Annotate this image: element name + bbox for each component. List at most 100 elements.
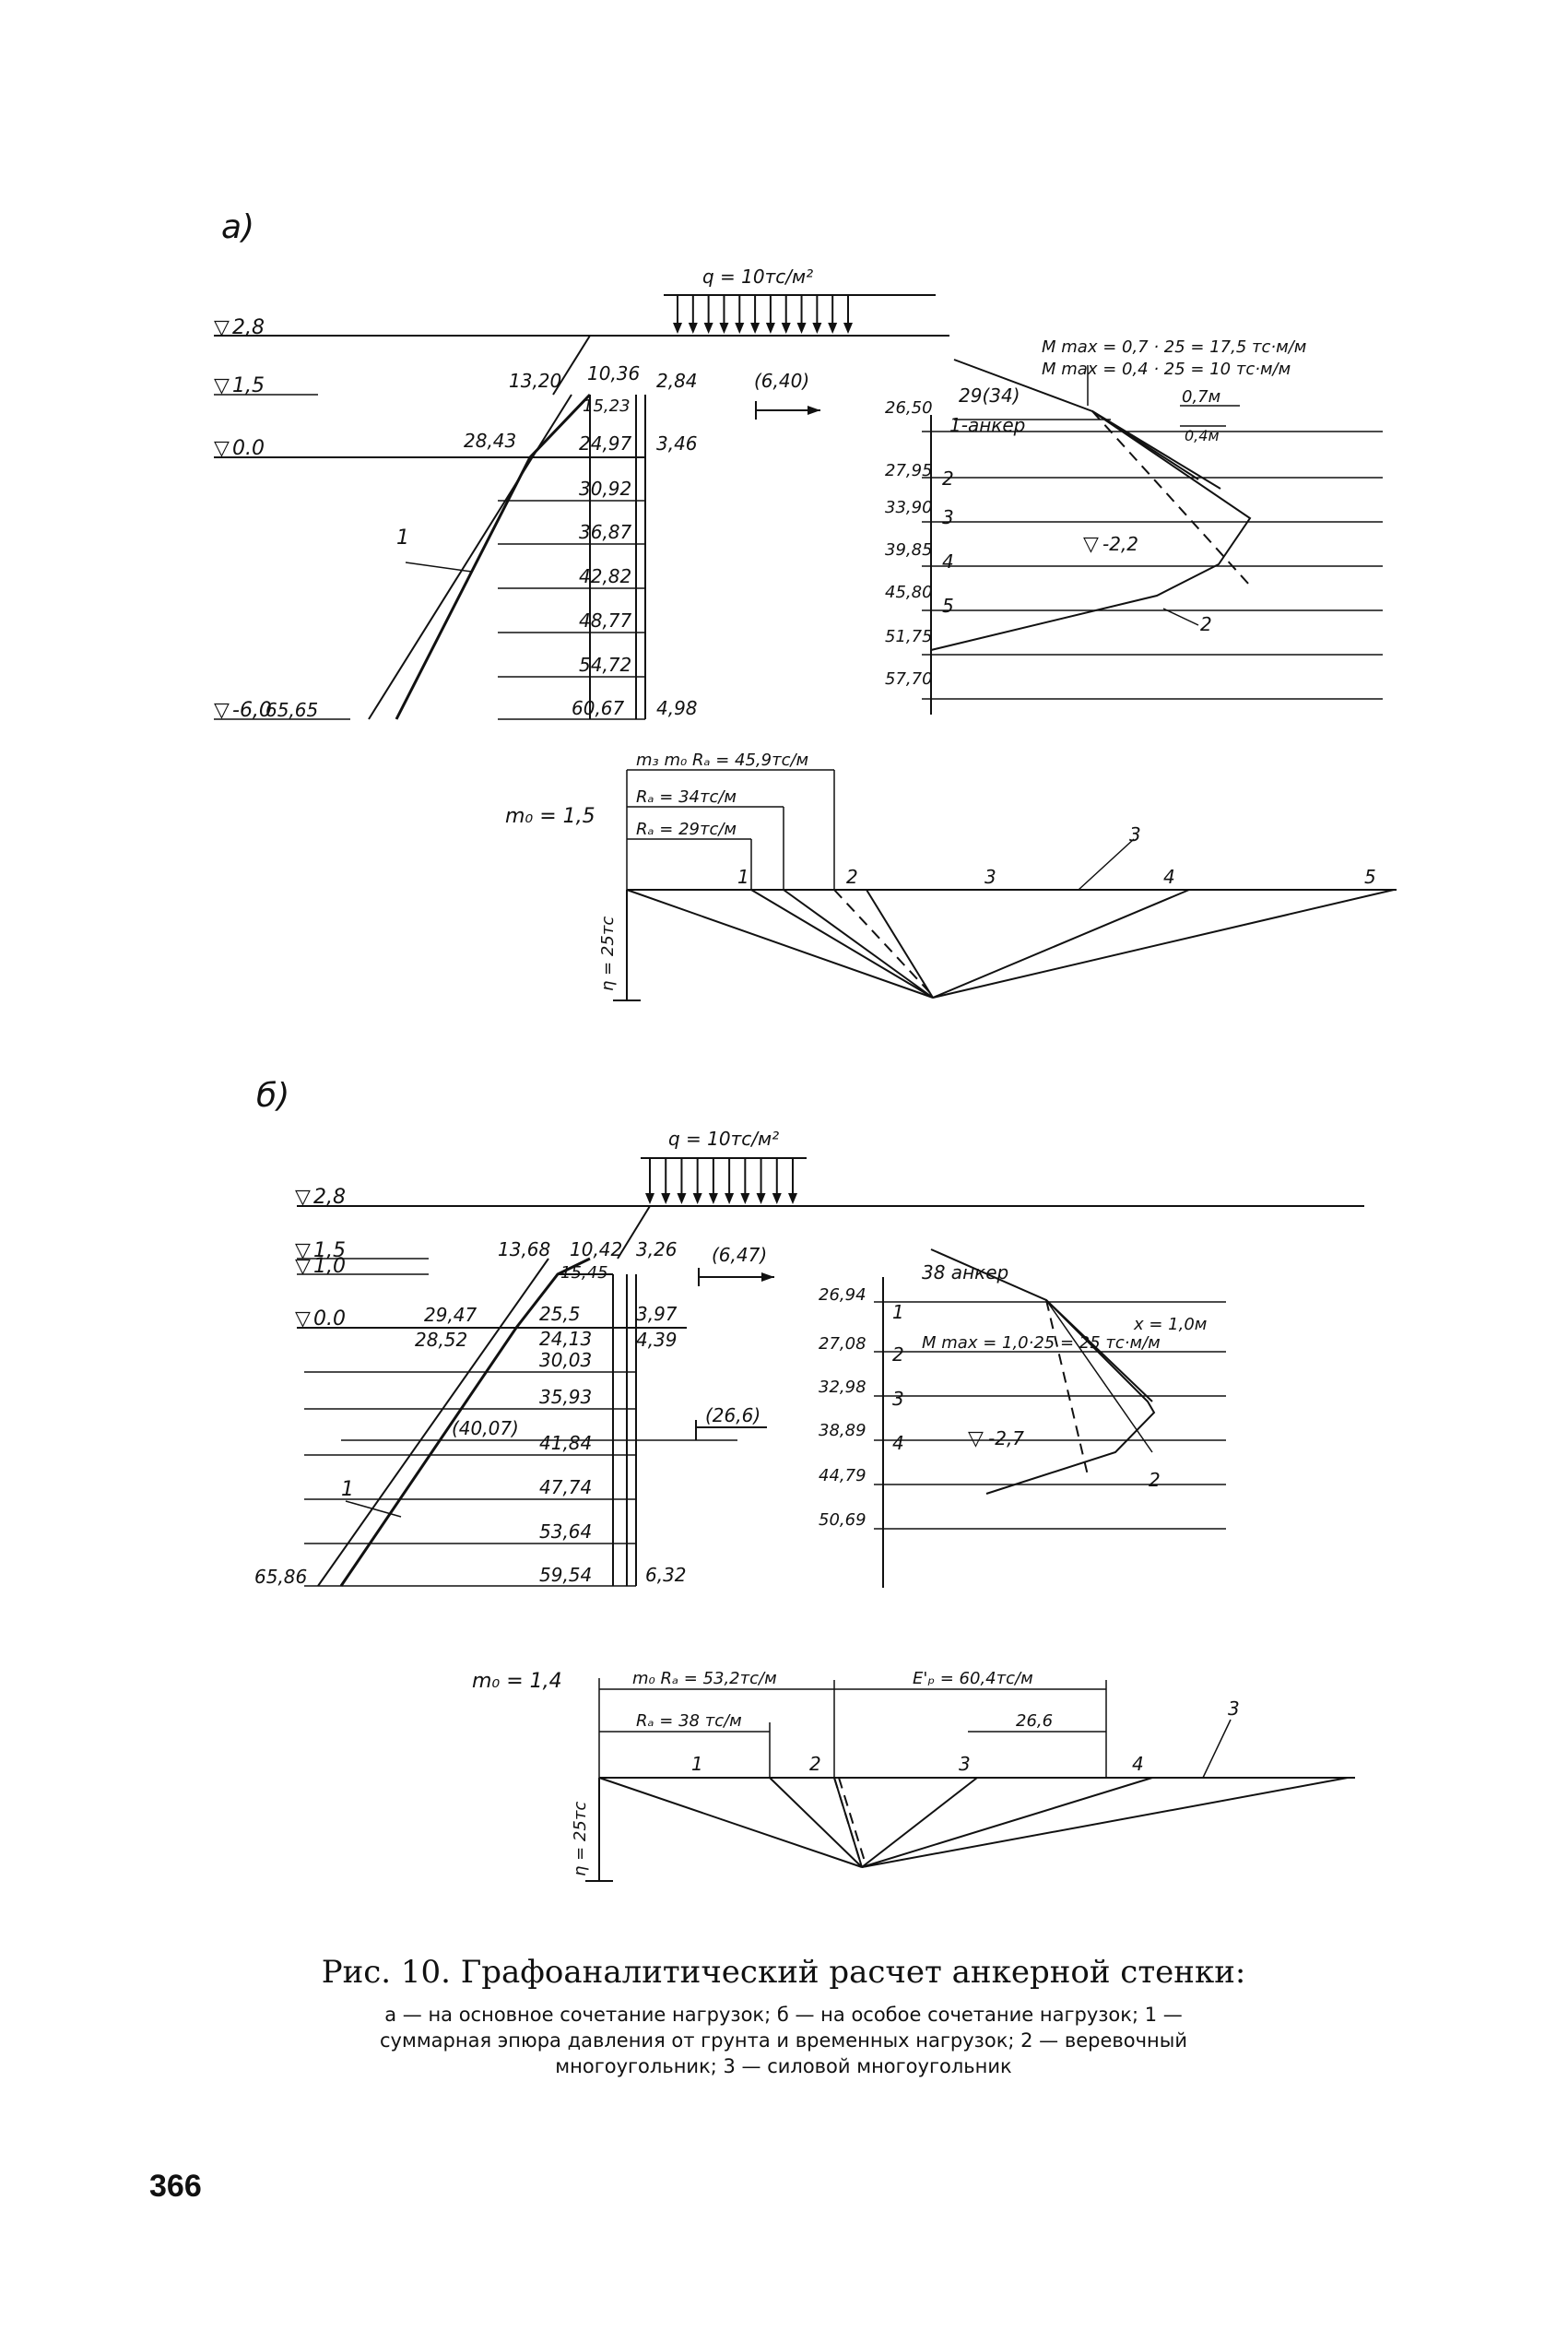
ray-label: 1 [691, 1753, 703, 1775]
load-arrow-head [788, 1193, 797, 1204]
force-label: Rₐ = 29тс/м [636, 820, 737, 839]
wall-value: 41,84 [539, 1432, 592, 1454]
force-ray [866, 889, 934, 999]
wall-value: 24,97 [579, 432, 632, 455]
force-ray [932, 889, 1190, 999]
wall-value: 47,74 [539, 1476, 592, 1498]
caption-title: Рис. 10. Графоаналитический расчет анкер… [322, 1954, 1246, 1991]
outer-value: 10,42 [570, 1238, 622, 1260]
wall-value: 53,64 [539, 1520, 592, 1543]
panel-b: б) ▽ 2,8 ▽ 1,5 ▽ 1,0 ▽ 0.0 q = 10тс/м² [254, 1077, 1364, 1882]
wall-value: 30,03 [539, 1349, 592, 1371]
left-value: 38,89 [819, 1421, 867, 1440]
left-value: 32,98 [819, 1378, 867, 1397]
pole-distance-label: η = 25тс [571, 1802, 590, 1876]
load-arrow-head [708, 1193, 718, 1204]
load-arrow-head [750, 323, 760, 334]
force-label: E'ₚ = 60,4тс/м [913, 1669, 1033, 1688]
force-label: m₃ m₀ Rₐ = 45,9тс/м [636, 751, 808, 770]
panel-a-force-polygon [613, 769, 1397, 1001]
anchor-label: 38 анкер [922, 1261, 1008, 1283]
wall-value: 59,54 [539, 1564, 592, 1586]
load-arrow-head [781, 323, 791, 334]
load-arrow-head [661, 1193, 671, 1204]
right-value: 3,26 [636, 1238, 678, 1260]
left-value: 26,94 [819, 1285, 867, 1305]
elevation-label: 0.0 [313, 1307, 346, 1331]
elevation-label: 1,5 [313, 1239, 346, 1262]
force-ray [861, 1777, 1153, 1868]
svg-text:▽: ▽ [214, 699, 230, 722]
load-arrow-head [735, 323, 745, 334]
load-arrow-head [756, 1193, 766, 1204]
panel-a-force-labels: m₃ m₀ Rₐ = 45,9тс/м Rₐ = 34тс/м Rₐ = 29т… [505, 751, 1376, 991]
panel-b-elevation-markers: ▽ 2,8 ▽ 1,5 ▽ 1,0 ▽ 0.0 [295, 1186, 346, 1331]
left-value: 27,95 [885, 461, 933, 480]
outer-value: 28,43 [464, 430, 516, 452]
water-level-label: -2,2 [1102, 533, 1138, 555]
panel-a-level-lines [214, 335, 949, 720]
right-value: 3,46 [656, 432, 698, 455]
panel-b-diagram-values: 13,68 10,42 29,47 28,52 (40,07) 65,86 1 … [254, 1238, 774, 1588]
load-arrow-head [796, 323, 807, 334]
pole-distance-label: η = 25тс [598, 917, 618, 991]
wall-value: 15,23 [583, 396, 631, 416]
ray-label: 2 [846, 866, 858, 888]
left-value: 26,50 [885, 398, 933, 418]
svg-text:▽: ▽ [295, 1307, 311, 1331]
panel-a-surcharge: q = 10тс/м² [664, 266, 936, 334]
load-arrow-head [645, 1193, 654, 1204]
force-polygon-label: 3 [1129, 823, 1141, 846]
panel-a-diagram-values: 13,20 10,36 28,43 65,65 1 15,23 24,97 30… [265, 362, 820, 721]
force-label: m₀ Rₐ = 53,2тс/м [632, 1669, 777, 1688]
outer-value: 65,65 [265, 699, 318, 721]
load-label: q = 10тс/м² [702, 266, 813, 288]
figure-caption: Рис. 10. Графоаналитический расчет анкер… [322, 1954, 1246, 2077]
resultant-label: (6,47) [712, 1244, 767, 1266]
left-value: 57,70 [885, 669, 933, 689]
force-polygon-label: 3 [1228, 1697, 1240, 1720]
panel-a: а) ▽ 2,8 ▽ 1,5 ▽ 0.0 ▽ -6,0 q = 10тс/м² [214, 208, 1397, 1001]
strip-number: 4 [942, 550, 954, 573]
force-label: Rₐ = 38 тс/м [636, 1711, 742, 1731]
load-label: q = 10тс/м² [668, 1128, 779, 1150]
ray-label: 1 [737, 866, 749, 888]
force-label: Rₐ = 34тс/м [636, 787, 737, 807]
right-value: 3,97 [636, 1303, 678, 1325]
ray-label: 2 [809, 1753, 821, 1775]
right-value: 6,32 [645, 1564, 687, 1586]
moment-label: M max = 1,0·25 = 25 тс·м/м [922, 1333, 1161, 1353]
strip-number: 1 [892, 1301, 904, 1323]
load-arrow-head [725, 1193, 735, 1204]
anchor-label: 1-анкер [949, 414, 1025, 436]
load-arrow-head [719, 323, 729, 334]
outer-value: 28,52 [415, 1329, 467, 1351]
strip-number: 3 [892, 1388, 904, 1410]
wall-value: 25,5 [539, 1303, 581, 1325]
resultant-label: (26,6) [705, 1404, 760, 1426]
left-value: 39,85 [885, 540, 933, 560]
force-label: 26,6 [1016, 1711, 1053, 1731]
panel-a-pressure-diagram [368, 335, 646, 720]
wall-value: 30,92 [579, 478, 631, 500]
strip-number: 2 [892, 1343, 904, 1366]
svg-text:▽: ▽ [295, 1255, 311, 1278]
strip-number: 2 [942, 467, 954, 490]
elevation-label: -6,0 [232, 699, 272, 722]
ray-label: 3 [959, 1753, 971, 1775]
load-arrow-head [688, 323, 698, 334]
panel-b-surcharge: q = 10тс/м² [641, 1128, 807, 1204]
load-arrow-head [765, 323, 775, 334]
wall-value: 35,93 [539, 1386, 592, 1408]
panel-b-force-labels: m₀ Rₐ = 53,2тс/м Rₐ = 38 тс/м E'ₚ = 60,4… [472, 1669, 1240, 1876]
svg-text:▽: ▽ [295, 1186, 311, 1209]
force-ray [750, 889, 934, 999]
rope-polygon-label: 2 [1200, 613, 1212, 635]
panel-a-elevation-markers: ▽ 2,8 ▽ 1,5 ▽ 0.0 ▽ -6,0 [214, 316, 272, 722]
load-arrow-head [740, 1193, 750, 1204]
panel-b-level-lines [297, 1205, 1364, 1441]
load-arrow-head [703, 323, 713, 334]
outer-value: 13,68 [498, 1238, 550, 1260]
outer-value: 13,20 [509, 370, 561, 392]
